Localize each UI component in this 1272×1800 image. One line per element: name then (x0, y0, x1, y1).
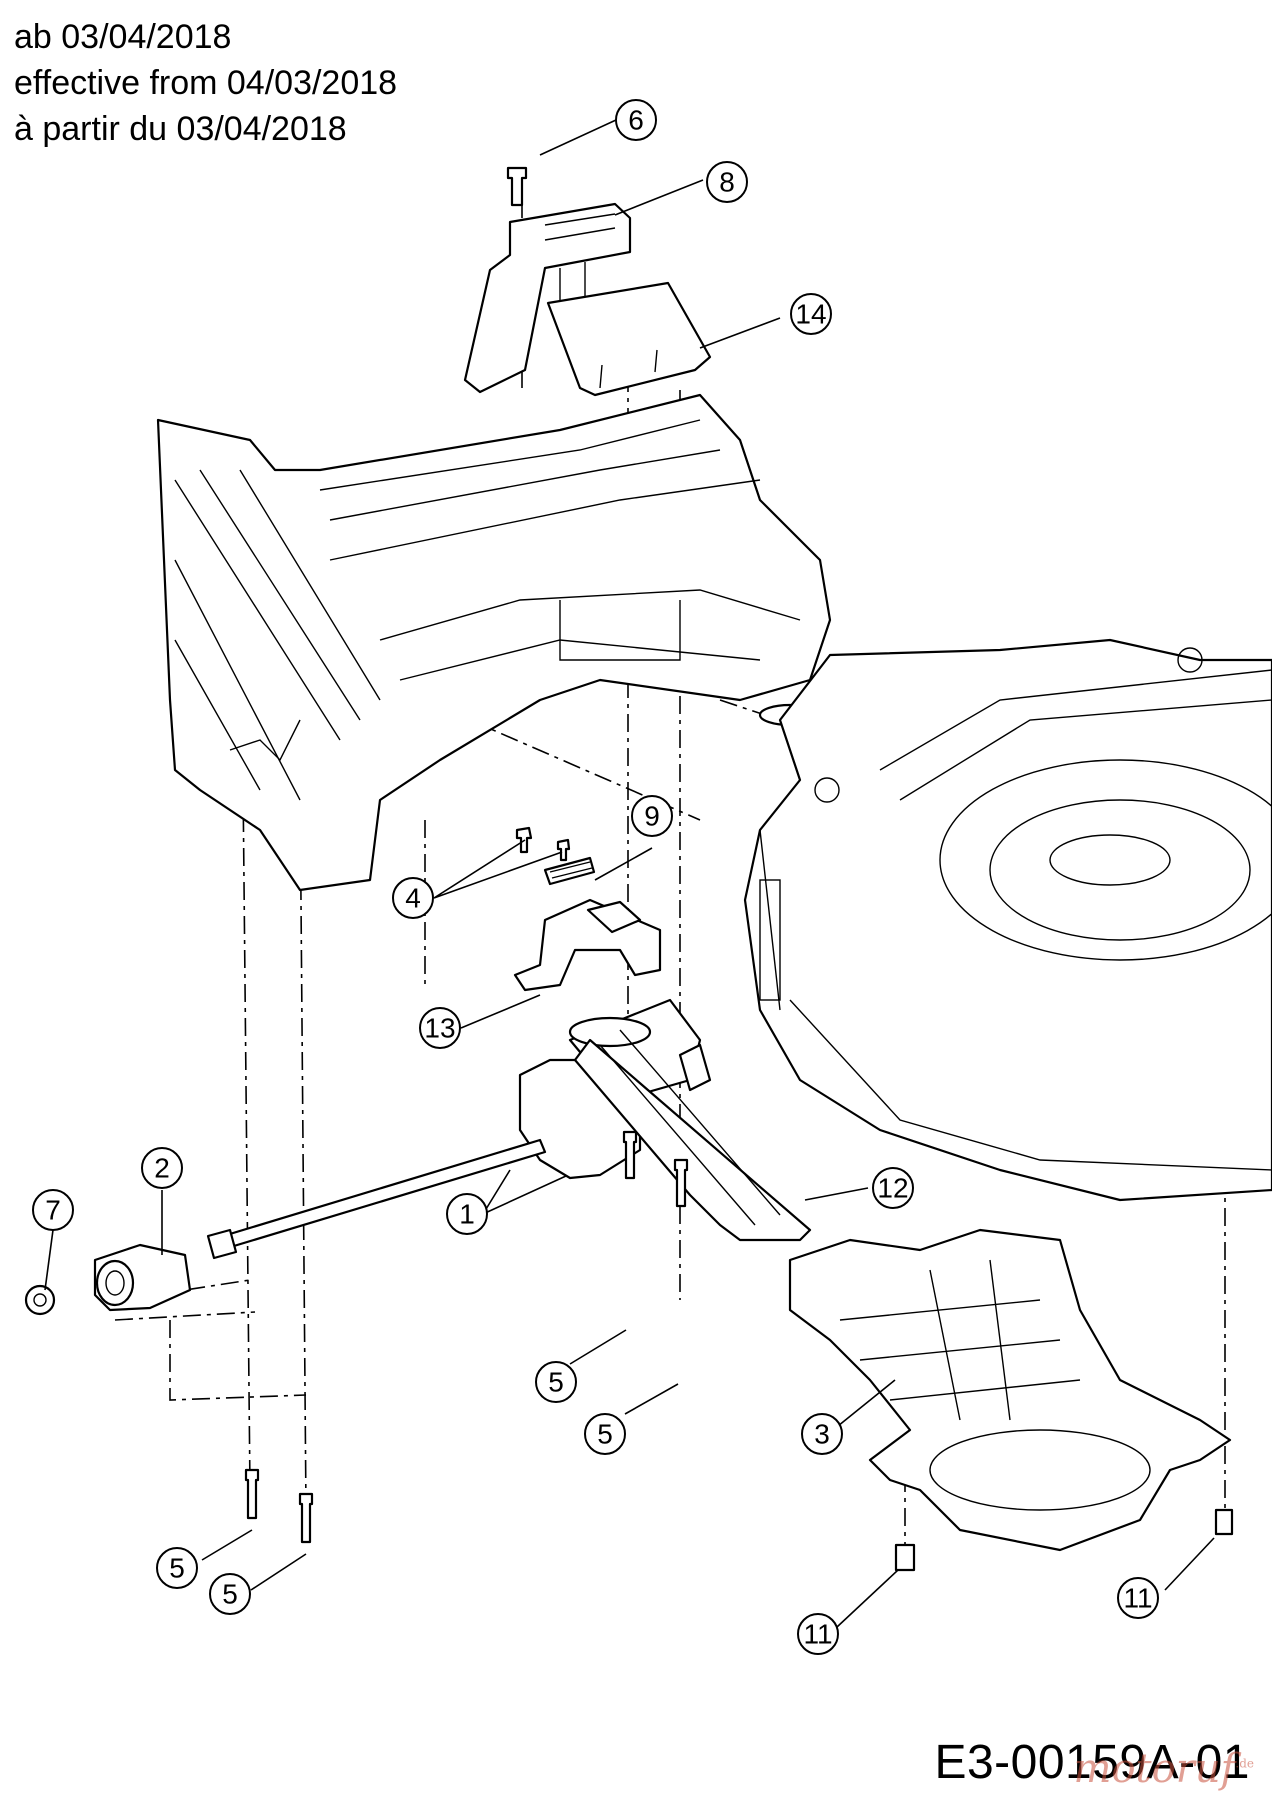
date-german: ab 03/04/2018 (14, 18, 232, 56)
callout-3: 3 (801, 1413, 843, 1455)
callout-5-b: 5 (584, 1413, 626, 1455)
part-7-gear (24, 1284, 56, 1316)
callout-6: 6 (615, 99, 657, 141)
svg-text:7: 7 (45, 1195, 61, 1226)
svg-text:9: 9 (644, 801, 660, 832)
svg-text:4: 4 (405, 883, 421, 914)
callout-bubbles: 6 8 14 9 4 13 1 12 2 7 3 5 5 5 5 11 11 (32, 99, 1159, 1655)
part-12-belt (573, 1029, 812, 1242)
callout-14: 14 (790, 293, 832, 335)
part-8-upper-bracket (463, 166, 632, 394)
callout-8: 8 (706, 161, 748, 203)
svg-text:8: 8 (719, 167, 735, 198)
svg-text:2: 2 (154, 1153, 170, 1184)
svg-text:5: 5 (597, 1419, 613, 1450)
effective-date-header: ab 03/04/2018 effective from 04/03/2018 … (14, 14, 397, 152)
svg-text:5: 5 (222, 1579, 238, 1610)
callout-13: 13 (419, 1007, 461, 1049)
housing-frame (156, 393, 832, 892)
document-number: E3-00159A-01 (934, 1736, 1250, 1789)
part-14-cover-plate (546, 281, 712, 397)
callout-leaders (44, 119, 1215, 1628)
svg-text:5: 5 (548, 1367, 564, 1398)
callout-4: 4 (392, 877, 434, 919)
svg-text:1: 1 (459, 1199, 475, 1230)
callout-5-d: 5 (209, 1573, 251, 1615)
svg-text:14: 14 (795, 299, 826, 330)
svg-text:6: 6 (628, 105, 644, 136)
svg-text:5: 5 (169, 1553, 185, 1584)
callout-2: 2 (141, 1147, 183, 1189)
watermark-logo: motoruf.de (1073, 1746, 1254, 1792)
mower-deck (743, 638, 1272, 1202)
svg-text:13: 13 (424, 1013, 455, 1044)
part-2-bearing (93, 1243, 192, 1312)
callout-1: 1 (446, 1193, 488, 1235)
callout-5-a: 5 (535, 1361, 577, 1403)
callout-12: 12 (872, 1167, 914, 1209)
svg-text:12: 12 (877, 1173, 908, 1204)
part-13-bracket (513, 856, 662, 992)
callout-11-a: 11 (797, 1613, 839, 1655)
svg-text:11: 11 (1123, 1583, 1152, 1614)
part-3-rear-chute (788, 1228, 1232, 1552)
svg-text:11: 11 (803, 1619, 832, 1650)
callout-7: 7 (32, 1189, 74, 1231)
callout-5-c: 5 (156, 1547, 198, 1589)
callout-11-b: 11 (1117, 1577, 1159, 1619)
date-english: effective from 04/03/2018 (14, 64, 398, 102)
callout-9: 9 (631, 795, 673, 837)
date-french: à partir du 03/04/2018 (14, 110, 347, 148)
svg-text:3: 3 (814, 1419, 830, 1450)
